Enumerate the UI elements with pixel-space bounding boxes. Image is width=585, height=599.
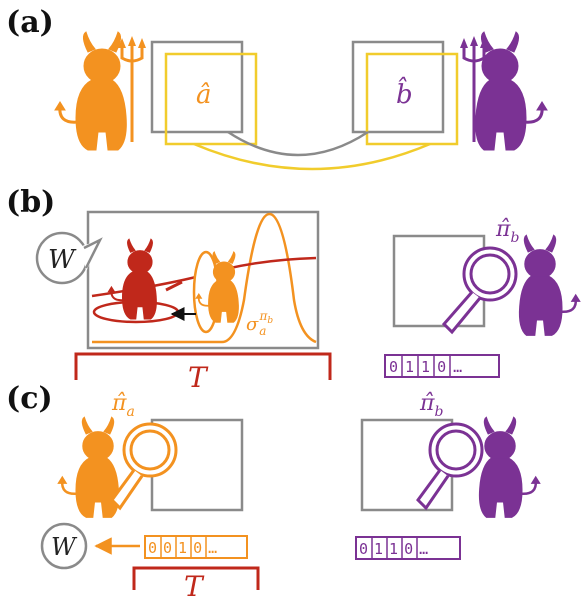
- alice-devil-measuring-icon: [56, 415, 120, 519]
- yellow-coupling-arc: [193, 142, 431, 171]
- time-bracket-b: [74, 352, 332, 380]
- bob-devil-measuring-icon-c: [478, 415, 542, 519]
- alice-magnifier-icon: [110, 422, 178, 511]
- alice-devil-icon: [53, 30, 146, 152]
- panel-b-label: (b): [6, 185, 55, 220]
- bob-bitstring-b: [384, 354, 500, 378]
- gray-coupling-arc: [227, 130, 369, 157]
- orange-distribution-curve: [92, 212, 317, 344]
- sigma-label: σaπb: [246, 309, 273, 338]
- alice-gray-box: [150, 40, 244, 134]
- panel-a-label: (a): [6, 5, 54, 40]
- bob-bits-text-b: 0110…: [389, 358, 469, 376]
- bob-magnifier-icon-c: [416, 422, 484, 511]
- work-circle-c: [40, 522, 88, 570]
- orange-devil-icon: [192, 250, 240, 334]
- panel-c-label: (c): [6, 381, 53, 416]
- bob-bitstring-c: [355, 536, 461, 560]
- bob-devil-icon: [460, 30, 549, 152]
- time-label-c: T: [184, 570, 205, 599]
- alice-yellow-box: [164, 52, 258, 146]
- bob-pi-label-b: π̂b: [495, 217, 519, 246]
- red-devil-icon: [92, 237, 183, 324]
- alice-pi-label-c: π̂a: [111, 391, 135, 420]
- alice-bits-text-c: 0010…: [148, 539, 223, 557]
- magnifier-icon: [441, 246, 518, 335]
- work-speech-bubble: [35, 231, 103, 285]
- bob-devil-measuring-icon: [518, 233, 582, 337]
- work-label-c: W: [51, 533, 78, 561]
- bob-yellow-box: [365, 52, 459, 146]
- bob-bits-text-c: 0110…: [359, 540, 434, 558]
- bob-pi-label-c: π̂b: [419, 391, 443, 420]
- work-label-b: W: [48, 245, 77, 275]
- bob-gray-box: [351, 40, 445, 134]
- time-label-b: T: [188, 361, 209, 394]
- alice-operator-label: â: [196, 80, 212, 110]
- time-bracket-c: [132, 566, 260, 590]
- alice-bitstring-c: [144, 535, 248, 559]
- engine-box: [86, 210, 320, 350]
- bob-operator-label: b̂: [396, 76, 413, 110]
